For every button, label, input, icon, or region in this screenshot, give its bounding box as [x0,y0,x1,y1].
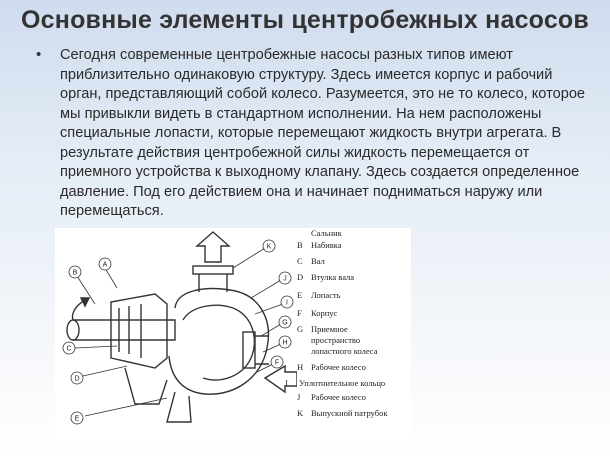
svg-text:D: D [74,376,79,383]
callout-d: D [70,371,84,385]
casing-foot [166,391,192,423]
leader-lines [74,247,284,417]
svg-text:E: E [75,416,80,423]
inlet-flange [242,331,256,369]
callout-a: A [98,257,112,271]
callout-i: I [280,295,294,309]
outflow-arrow-icon [195,231,231,263]
svg-text:B: B [73,270,78,277]
slide-title: Основные элементы центробежных насосов [21,6,589,34]
svg-text:H: H [282,340,287,347]
callout-e: E [70,411,84,425]
legend-item: пространство [311,335,361,345]
callout-k: K [262,239,276,253]
callout-h: H [278,335,292,349]
svg-text:A: A [103,262,108,269]
callout-b: B [68,265,82,279]
outlet-flange [192,265,234,275]
legend-item: лопастного колеса [311,346,378,356]
bearing-housing [110,293,168,369]
callout-f: F [270,355,284,369]
svg-text:G: G [282,320,287,327]
bullet-paragraph: Сегодня современные центробежные насосы … [60,47,586,219]
rotation-arrowhead-icon [79,297,91,308]
callout-c: C [62,341,76,355]
callout-g: G [278,315,292,329]
inflow-arrow-icon [263,364,297,394]
impeller-outline [182,304,256,381]
svg-text:C: C [66,346,71,353]
svg-text:F: F [275,360,279,367]
packing-lines [118,304,142,358]
pump-drawing: A B C D E K J I G H F [62,231,297,425]
shaft-end [66,319,80,341]
volute-casing [168,287,270,395]
svg-text:J: J [283,276,287,283]
svg-text:K: K [267,244,272,251]
legend-item: Сальник [311,228,342,238]
bullet-marker: • [36,46,42,63]
support-foot [124,367,168,405]
callout-j: J [278,271,292,285]
shaft [73,319,176,341]
svg-text:I: I [286,300,288,307]
inlet-pipe [255,335,269,365]
